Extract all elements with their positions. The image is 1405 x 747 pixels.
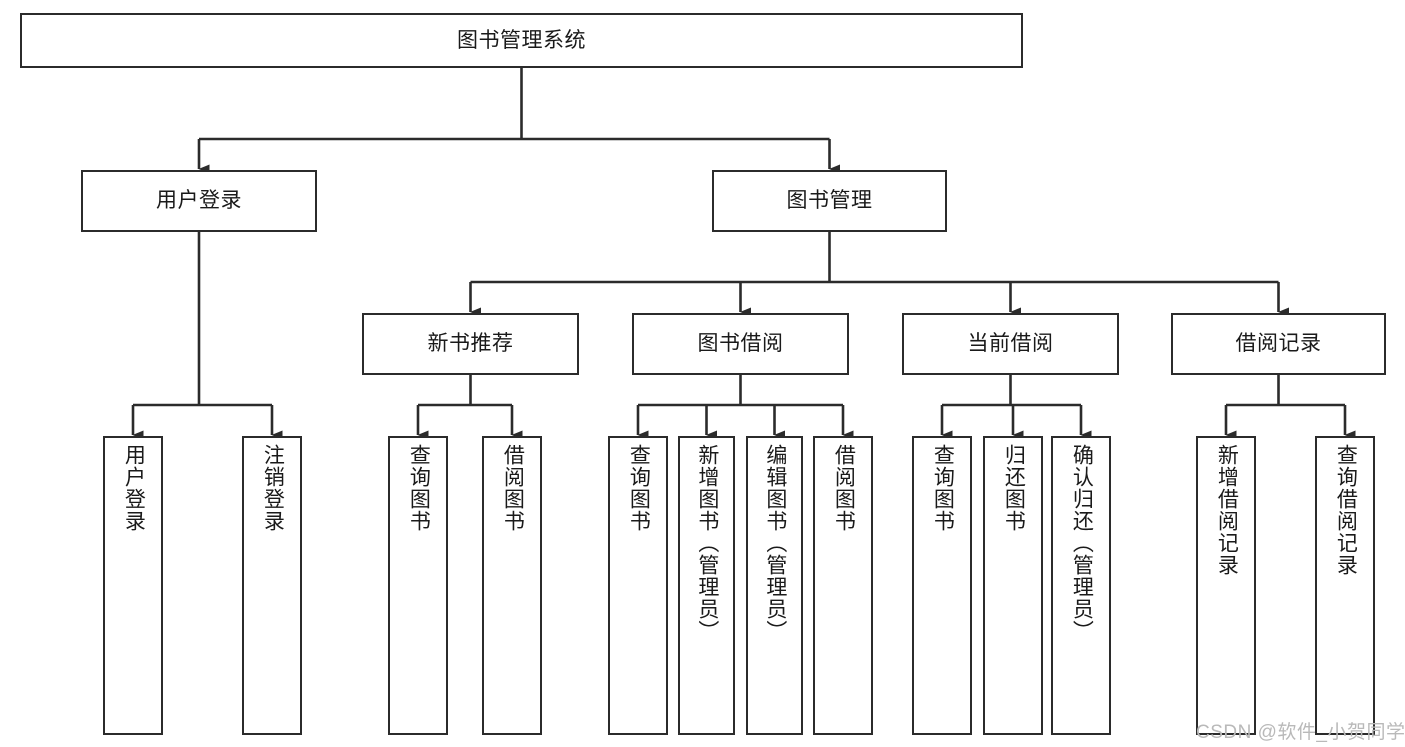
node-leaf_add_book[interactable]: 新增图书（管理员） bbox=[678, 436, 735, 735]
node-label-leaf_borrow_book_1: 借阅图书 bbox=[501, 444, 525, 532]
node-leaf_confirm_return[interactable]: 确认归还（管理员） bbox=[1051, 436, 1111, 735]
node-root[interactable]: 图书管理系统 bbox=[20, 13, 1023, 68]
node-leaf_query_book_2[interactable]: 查询图书 bbox=[608, 436, 668, 735]
edge-group bbox=[131, 68, 1356, 440]
node-label-new_book_rec: 新书推荐 bbox=[427, 332, 514, 356]
node-label-borrow_record: 借阅记录 bbox=[1235, 332, 1322, 356]
node-new_book_rec[interactable]: 新书推荐 bbox=[362, 313, 579, 375]
node-label-root: 图书管理系统 bbox=[457, 28, 586, 52]
node-leaf_add_record[interactable]: 新增借阅记录 bbox=[1196, 436, 1256, 735]
node-leaf_return_book[interactable]: 归还图书 bbox=[983, 436, 1043, 735]
node-label-current_borrow: 当前借阅 bbox=[967, 332, 1054, 356]
node-label-leaf_query_book_2: 查询图书 bbox=[627, 444, 651, 532]
node-label-book_manage: 图书管理 bbox=[786, 189, 873, 213]
node-leaf_query_record[interactable]: 查询借阅记录 bbox=[1315, 436, 1375, 735]
node-user_login[interactable]: 用户登录 bbox=[81, 170, 317, 232]
node-label-leaf_user_logout: 注销登录 bbox=[261, 444, 285, 532]
node-label-leaf_add_book: 新增图书（管理员） bbox=[695, 444, 719, 642]
node-label-leaf_add_record: 新增借阅记录 bbox=[1215, 444, 1239, 576]
node-current_borrow[interactable]: 当前借阅 bbox=[902, 313, 1119, 375]
node-leaf_query_book_3[interactable]: 查询图书 bbox=[912, 436, 972, 735]
node-label-leaf_confirm_return: 确认归还（管理员） bbox=[1070, 444, 1094, 642]
node-label-leaf_query_record: 查询借阅记录 bbox=[1334, 444, 1358, 576]
node-leaf_borrow_book_1[interactable]: 借阅图书 bbox=[482, 436, 542, 735]
node-label-leaf_return_book: 归还图书 bbox=[1002, 444, 1026, 532]
node-leaf_user_login[interactable]: 用户登录 bbox=[103, 436, 163, 735]
node-label-leaf_borrow_book_2: 借阅图书 bbox=[832, 444, 856, 532]
node-label-user_login: 用户登录 bbox=[156, 189, 242, 213]
watermark-text: CSDN @软件_小贺同学 bbox=[1196, 722, 1405, 743]
node-book_manage[interactable]: 图书管理 bbox=[712, 170, 947, 232]
node-leaf_query_book_1[interactable]: 查询图书 bbox=[388, 436, 448, 735]
node-label-leaf_query_book_3: 查询图书 bbox=[931, 444, 955, 532]
node-label-leaf_edit_book: 编辑图书（管理员） bbox=[763, 444, 787, 642]
node-label-leaf_user_login: 用户登录 bbox=[122, 444, 146, 532]
node-leaf_borrow_book_2[interactable]: 借阅图书 bbox=[813, 436, 873, 735]
node-label-leaf_query_book_1: 查询图书 bbox=[407, 444, 431, 532]
node-label-book_borrow: 图书借阅 bbox=[697, 332, 784, 356]
node-leaf_edit_book[interactable]: 编辑图书（管理员） bbox=[746, 436, 803, 735]
node-borrow_record[interactable]: 借阅记录 bbox=[1171, 313, 1386, 375]
node-book_borrow[interactable]: 图书借阅 bbox=[632, 313, 849, 375]
node-leaf_user_logout[interactable]: 注销登录 bbox=[242, 436, 302, 735]
